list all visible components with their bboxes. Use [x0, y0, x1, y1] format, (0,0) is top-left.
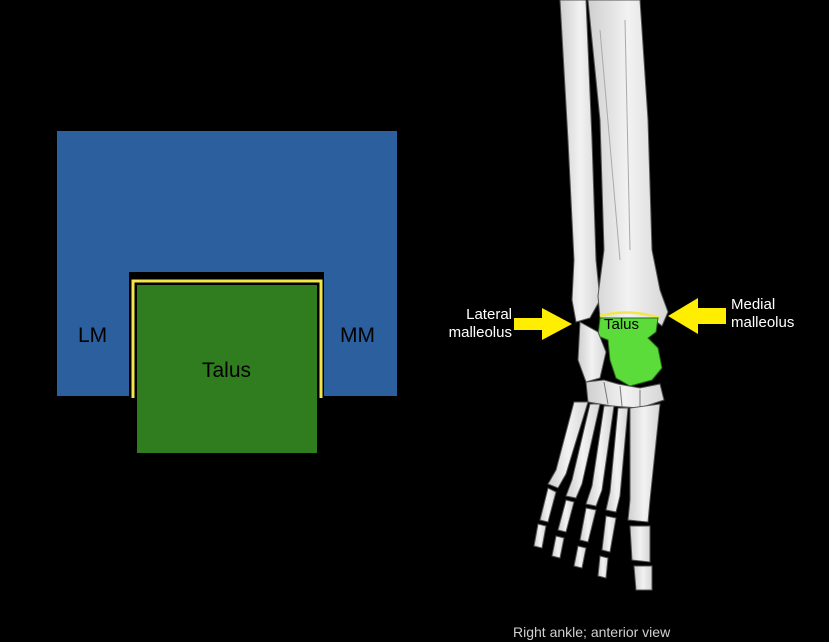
- talus-bone: [597, 317, 663, 387]
- mortise-block: [57, 131, 397, 396]
- ankle-joint-cartilage: [599, 311, 661, 320]
- lm-label: LM: [78, 324, 108, 347]
- talus-schematic-label: Talus: [202, 359, 252, 382]
- fibula-bone: [559, 0, 601, 323]
- cartilage-line: [131, 279, 323, 398]
- lateral-arrow: [514, 308, 572, 340]
- talus-anatomy-label: Talus: [604, 316, 640, 333]
- talus-block: [137, 285, 317, 453]
- mortise-schematic: [57, 131, 397, 453]
- metatarsals: [533, 401, 661, 591]
- figure-caption: Right ankle; anterior view: [513, 624, 671, 640]
- calcaneus-bone: [577, 321, 607, 383]
- mm-label: MM: [340, 324, 375, 347]
- medial-arrow: [668, 298, 726, 334]
